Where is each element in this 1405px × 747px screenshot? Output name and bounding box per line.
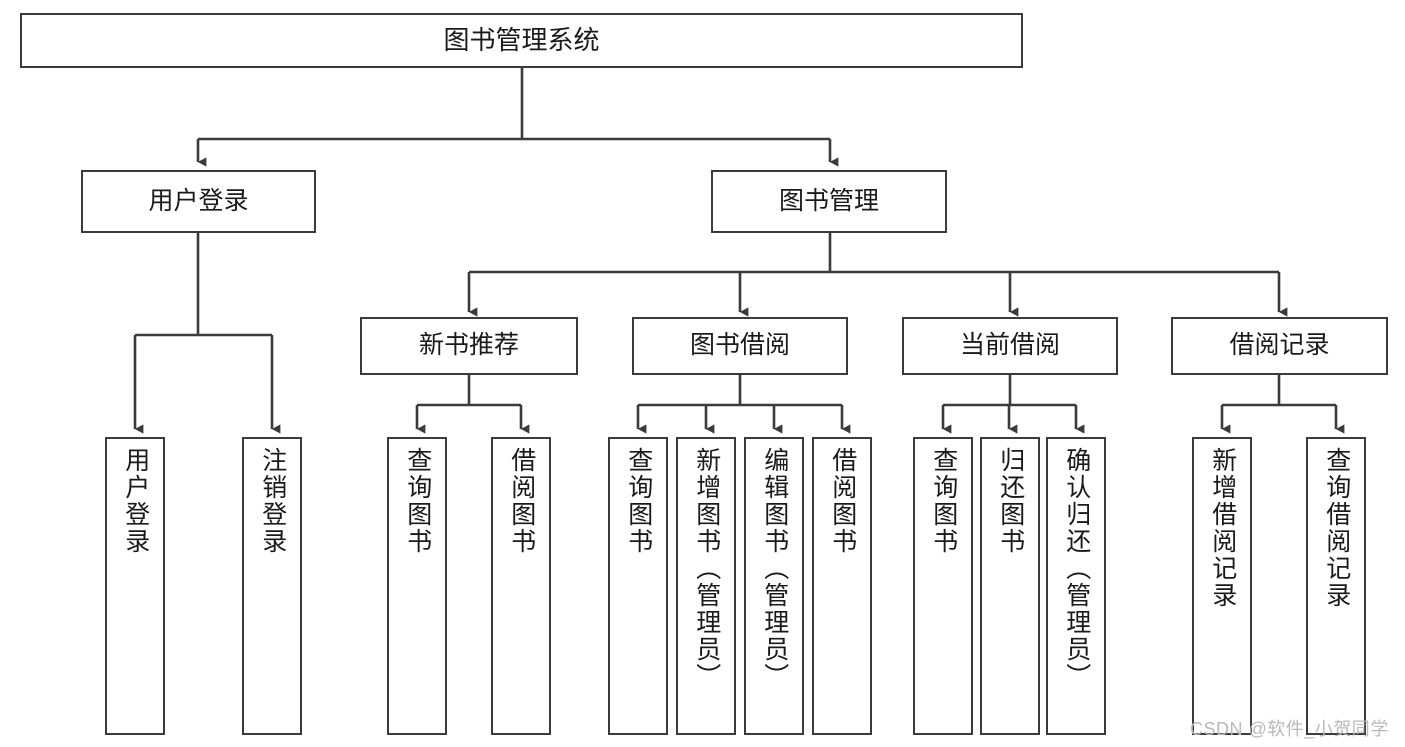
node-label: 查询图书 bbox=[624, 447, 653, 555]
node-label: 借阅记录 bbox=[1229, 331, 1330, 360]
leaf-borrow-edit-book[interactable]: 编辑图书（管理员） bbox=[744, 437, 804, 735]
node-label: 新增图书（管理员） bbox=[692, 447, 721, 690]
leaf-user-logout[interactable]: 注销登录 bbox=[242, 437, 302, 735]
node-label: 归还图书 bbox=[996, 447, 1025, 555]
node-label: 图书管理 bbox=[778, 186, 879, 215]
node-label: 新增借阅记录 bbox=[1208, 447, 1237, 609]
node-label: 用户登录 bbox=[121, 447, 150, 555]
node-user-login[interactable]: 用户登录 bbox=[81, 170, 316, 233]
leaf-current-return-book[interactable]: 归还图书 bbox=[980, 437, 1040, 735]
leaf-borrow-add-book[interactable]: 新增图书（管理员） bbox=[676, 437, 736, 735]
node-label: 借阅图书 bbox=[507, 447, 536, 555]
node-label: 确认归还（管理员） bbox=[1062, 447, 1091, 690]
node-label: 借阅图书 bbox=[828, 447, 857, 555]
node-new-book-rec[interactable]: 新书推荐 bbox=[360, 317, 578, 375]
node-label: 图书借阅 bbox=[689, 331, 790, 360]
leaf-record-add[interactable]: 新增借阅记录 bbox=[1192, 437, 1252, 735]
leaf-record-search[interactable]: 查询借阅记录 bbox=[1306, 437, 1366, 735]
node-label: 查询图书 bbox=[929, 447, 958, 555]
node-label: 当前借阅 bbox=[959, 331, 1060, 360]
leaf-current-query-book[interactable]: 查询图书 bbox=[913, 437, 973, 735]
watermark-text: CSDN @软件_小贺同学 bbox=[1190, 719, 1389, 739]
leaf-borrow-query-book[interactable]: 查询图书 bbox=[608, 437, 668, 735]
node-label: 新书推荐 bbox=[418, 331, 519, 360]
node-label: 用户登录 bbox=[148, 186, 249, 215]
leaf-current-confirm-return[interactable]: 确认归还（管理员） bbox=[1046, 437, 1106, 735]
node-label: 查询图书 bbox=[403, 447, 432, 555]
node-root-system[interactable]: 图书管理系统 bbox=[20, 13, 1023, 68]
node-label: 查询借阅记录 bbox=[1322, 447, 1351, 609]
node-label: 图书管理系统 bbox=[443, 25, 600, 56]
node-book-borrow[interactable]: 图书借阅 bbox=[632, 317, 848, 375]
leaf-user-login[interactable]: 用户登录 bbox=[105, 437, 165, 735]
node-book-manage[interactable]: 图书管理 bbox=[711, 170, 947, 233]
leaf-borrow-do-borrow[interactable]: 借阅图书 bbox=[812, 437, 872, 735]
node-label: 编辑图书（管理员） bbox=[760, 447, 789, 690]
leaf-rec-borrow-book[interactable]: 借阅图书 bbox=[491, 437, 551, 735]
node-borrow-record[interactable]: 借阅记录 bbox=[1171, 317, 1388, 375]
node-current-borrow[interactable]: 当前借阅 bbox=[902, 317, 1118, 375]
leaf-rec-query-book[interactable]: 查询图书 bbox=[387, 437, 447, 735]
node-label: 注销登录 bbox=[258, 447, 287, 555]
